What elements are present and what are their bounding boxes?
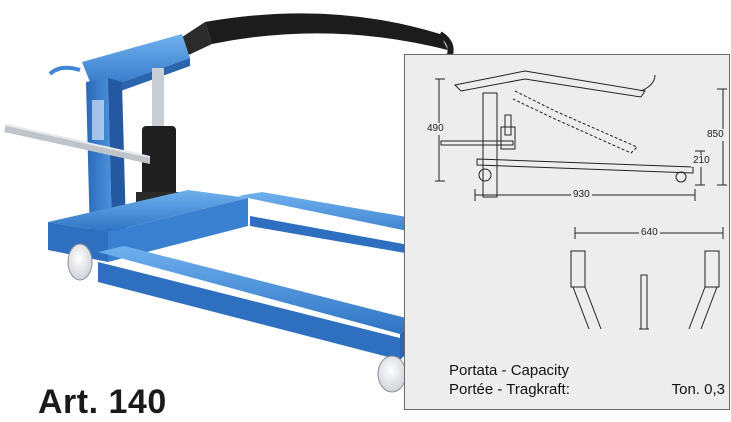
technical-drawing-panel: 490 850 210 930 640 Portata - Capacity P… <box>404 54 730 410</box>
capacity-line-1: Portata - Capacity <box>449 362 570 379</box>
dimension-640: 640 <box>639 227 660 239</box>
capacity-label: Portée - Tragkraft: <box>449 381 570 398</box>
article-number: Art. 140 <box>38 383 167 421</box>
technical-drawing <box>435 70 727 330</box>
capacity-block: Portata - Capacity Portée - Tragkraft: T… <box>449 361 725 399</box>
dimension-930: 930 <box>571 189 592 201</box>
dimension-210: 210 <box>691 155 712 167</box>
dimension-490: 490 <box>425 123 446 135</box>
dimension-850: 850 <box>705 129 726 141</box>
pump-handle <box>4 124 150 164</box>
capacity-line-2: Portée - Tragkraft: Ton. 0,3 <box>449 380 725 399</box>
hydraulic-jack <box>136 68 182 208</box>
capacity-value: Ton. 0,3 <box>671 381 725 398</box>
